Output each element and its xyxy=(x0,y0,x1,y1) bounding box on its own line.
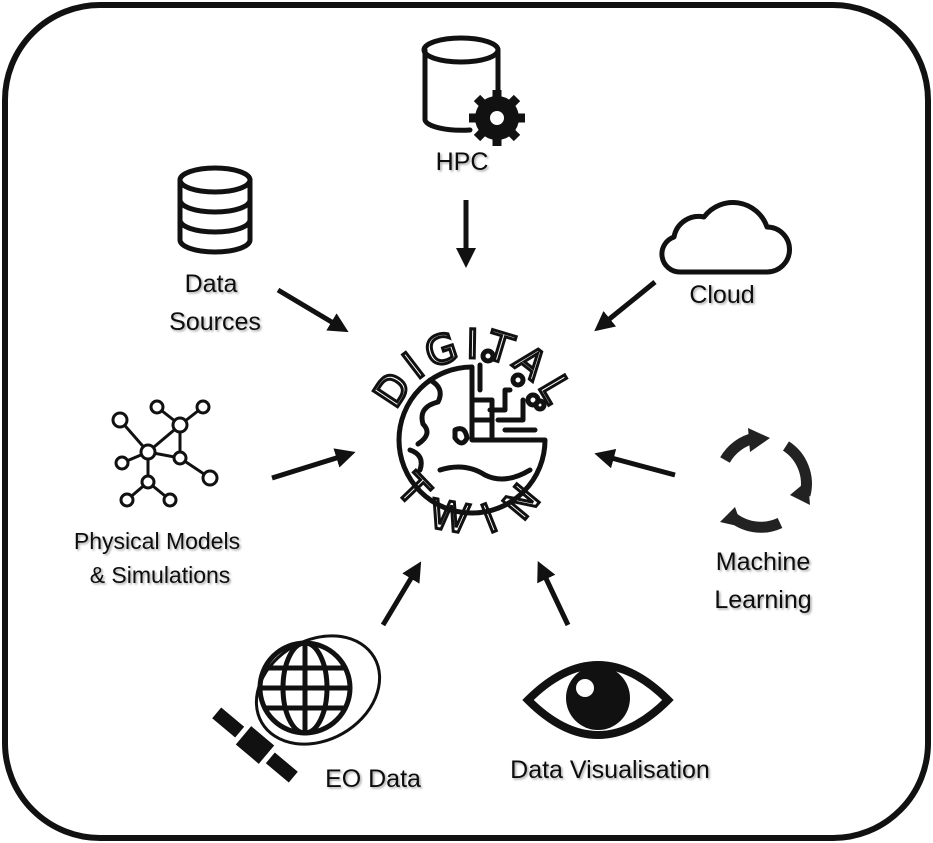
globe-circuit-icon xyxy=(396,348,548,516)
database-icon xyxy=(177,165,253,255)
node-cloud: Cloud xyxy=(594,200,792,332)
network-graph-icon xyxy=(111,399,219,508)
cloud-icon xyxy=(659,200,792,275)
arrow-cloud xyxy=(594,280,657,332)
eye-icon xyxy=(522,661,674,739)
data-sources-label-1: Data xyxy=(185,270,238,298)
node-hpc: HPC xyxy=(421,35,525,268)
cloud-label: Cloud xyxy=(689,281,754,309)
arrow-data-visualisation xyxy=(537,560,571,627)
cycle-arrows-icon xyxy=(720,428,812,533)
machine-learning-label-2: Learning xyxy=(714,586,811,614)
node-eo-data: EO Data xyxy=(212,561,422,793)
database-gear-icon xyxy=(421,35,525,146)
node-physical-models: Physical Models & Simulations xyxy=(74,399,356,588)
data-visualisation-label: Data Visualisation xyxy=(510,756,710,784)
node-machine-learning: Machine Learning xyxy=(594,428,812,614)
arrow-physical-models xyxy=(271,448,356,481)
arrow-eo-data xyxy=(380,561,422,627)
physical-models-label-2: & Simulations xyxy=(90,562,231,588)
machine-learning-label-1: Machine xyxy=(716,548,811,576)
satellite-globe-icon xyxy=(212,634,382,783)
node-data-sources: Data Sources xyxy=(169,165,349,336)
physical-models-label-1: Physical Models xyxy=(74,528,240,554)
eo-data-label: EO Data xyxy=(325,765,421,793)
hpc-label: HPC xyxy=(436,148,489,176)
node-data-visualisation: Data Visualisation xyxy=(510,560,710,784)
arrow-data-sources xyxy=(276,287,349,333)
arrow-machine-learning xyxy=(594,448,676,478)
data-sources-label-2: Sources xyxy=(169,308,261,336)
